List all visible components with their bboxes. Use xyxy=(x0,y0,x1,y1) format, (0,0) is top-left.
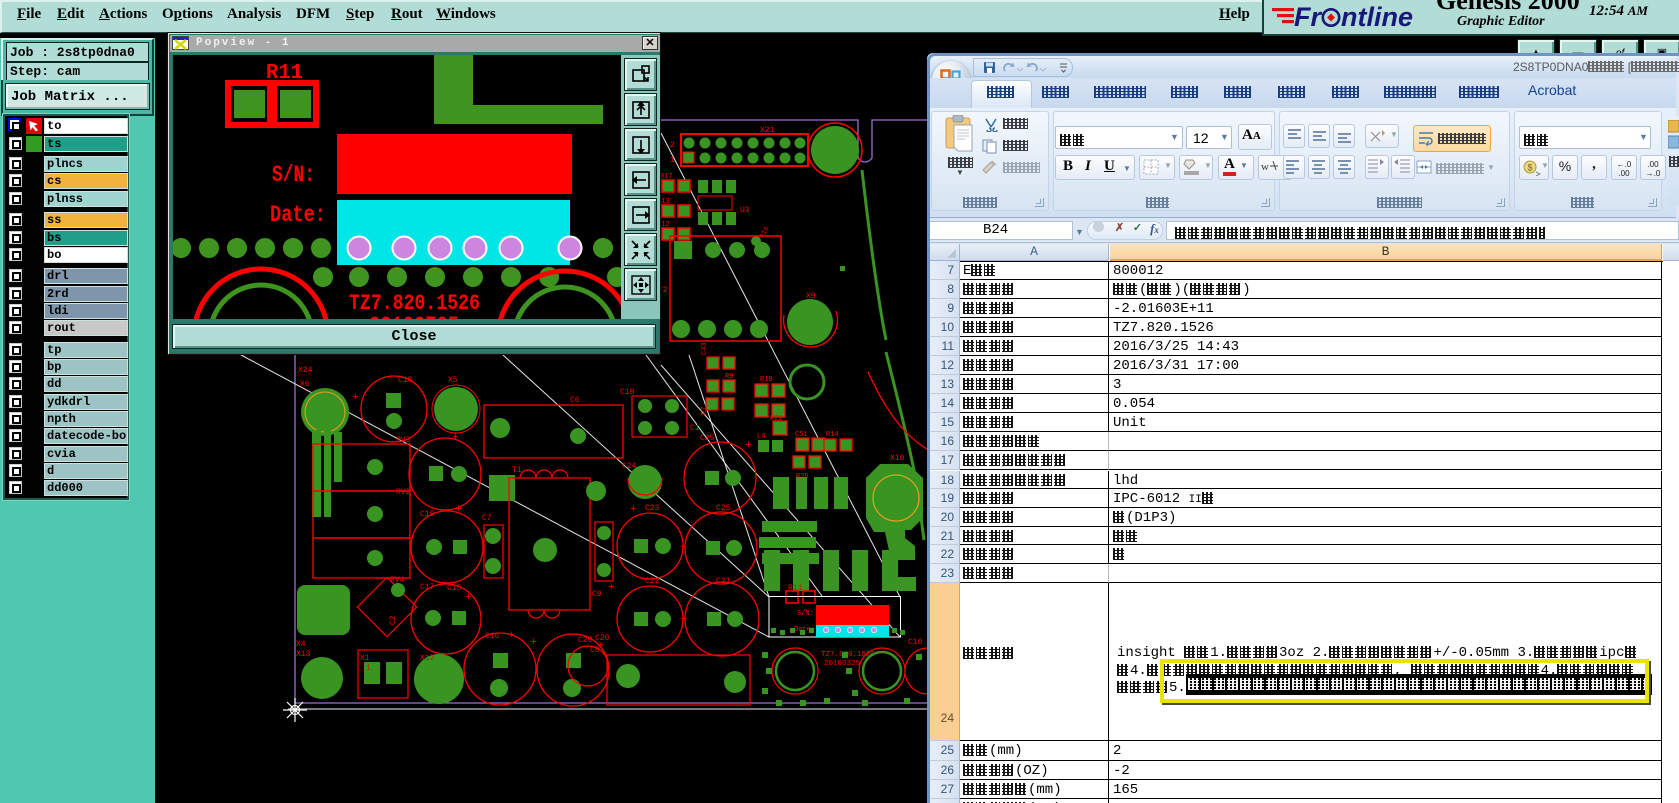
svg-text:X9: X9 xyxy=(806,292,816,301)
svg-text:+: + xyxy=(680,614,687,626)
svg-text:1: 1 xyxy=(366,664,371,673)
svg-text:X24: X24 xyxy=(298,366,313,375)
svg-text:R16: R16 xyxy=(758,225,771,240)
svg-text:S/N:: S/N: xyxy=(797,610,814,618)
svg-text:X1: X1 xyxy=(360,654,370,663)
svg-text:C23: C23 xyxy=(645,504,660,513)
svg-text:+: + xyxy=(608,582,615,594)
svg-text:Fr: Fr xyxy=(1294,2,1322,32)
svg-text:+: + xyxy=(745,440,752,452)
svg-text:C2: C2 xyxy=(389,615,398,625)
svg-text:RV4: RV4 xyxy=(390,576,405,585)
svg-text:R11: R11 xyxy=(788,584,803,593)
svg-text:+: + xyxy=(452,432,459,444)
svg-text:S/N:: S/N: xyxy=(272,162,315,188)
svg-text:C19: C19 xyxy=(620,388,635,397)
svg-text:T2: T2 xyxy=(658,286,668,295)
svg-text:20100705: 20100705 xyxy=(369,313,459,319)
svg-text:C9: C9 xyxy=(592,590,602,599)
svg-text:C6: C6 xyxy=(570,396,580,405)
svg-text:C1: C1 xyxy=(690,424,700,433)
svg-text:1: 1 xyxy=(670,156,675,165)
svg-text:C8: C8 xyxy=(590,646,600,655)
svg-text:C7: C7 xyxy=(482,514,492,523)
svg-text:+: + xyxy=(598,641,604,652)
svg-text:C17: C17 xyxy=(420,583,435,592)
svg-text:R19: R19 xyxy=(760,376,773,384)
svg-text:R9: R9 xyxy=(725,373,733,381)
svg-text:X21: X21 xyxy=(760,126,775,135)
svg-text:TZ7.820.1526: TZ7.820.1526 xyxy=(821,651,876,659)
svg-text:C24: C24 xyxy=(622,462,637,471)
svg-text:C25: C25 xyxy=(716,504,731,513)
svg-text:C16: C16 xyxy=(485,632,500,641)
svg-text:R17: R17 xyxy=(660,173,673,181)
svg-text:X13: X13 xyxy=(296,650,311,659)
svg-text:+: + xyxy=(630,504,637,516)
svg-text:L4: L4 xyxy=(757,433,765,441)
svg-text:R12: R12 xyxy=(657,221,670,229)
svg-text:TZ7.820.1526: TZ7.820.1526 xyxy=(349,291,480,316)
svg-text:20160325: 20160325 xyxy=(824,660,861,668)
svg-text:RV2: RV2 xyxy=(396,488,411,497)
svg-text:Date:: Date: xyxy=(270,202,326,228)
svg-text:X4: X4 xyxy=(296,640,306,649)
svg-text:C22: C22 xyxy=(645,577,660,586)
svg-text:+: + xyxy=(680,542,687,554)
svg-text:R13: R13 xyxy=(657,198,670,206)
svg-text:C15: C15 xyxy=(447,584,462,593)
svg-text:w: w xyxy=(1261,161,1269,173)
svg-text:C43: C43 xyxy=(701,342,709,355)
svg-text:C21: C21 xyxy=(716,577,731,586)
svg-text:C20: C20 xyxy=(595,634,610,643)
svg-text:X6: X6 xyxy=(300,380,310,389)
svg-text:C20: C20 xyxy=(578,636,593,645)
svg-text:+: + xyxy=(455,504,462,516)
svg-text:R22: R22 xyxy=(770,415,783,423)
svg-text:C51: C51 xyxy=(795,431,808,439)
svg-text:+: + xyxy=(508,630,515,642)
svg-text:C18: C18 xyxy=(398,376,413,385)
svg-text:X12: X12 xyxy=(420,654,435,663)
svg-text:$: $ xyxy=(1528,163,1533,173)
svg-text:C10: C10 xyxy=(908,638,923,647)
svg-text:U3: U3 xyxy=(740,206,750,215)
svg-text:R11: R11 xyxy=(266,62,303,85)
svg-text:C25: C25 xyxy=(700,434,715,443)
svg-text:2: 2 xyxy=(670,141,675,150)
svg-text:R7: R7 xyxy=(701,407,709,415)
svg-text:X10: X10 xyxy=(890,454,905,463)
svg-text:T1: T1 xyxy=(512,466,522,475)
svg-text:ntline: ntline xyxy=(1341,2,1413,32)
svg-text:+: + xyxy=(352,392,359,404)
svg-text:R14: R14 xyxy=(826,431,839,439)
svg-text:+: + xyxy=(465,592,472,604)
svg-text:X5: X5 xyxy=(448,376,458,385)
svg-text:+: + xyxy=(530,637,537,649)
svg-text:C19: C19 xyxy=(420,510,435,519)
